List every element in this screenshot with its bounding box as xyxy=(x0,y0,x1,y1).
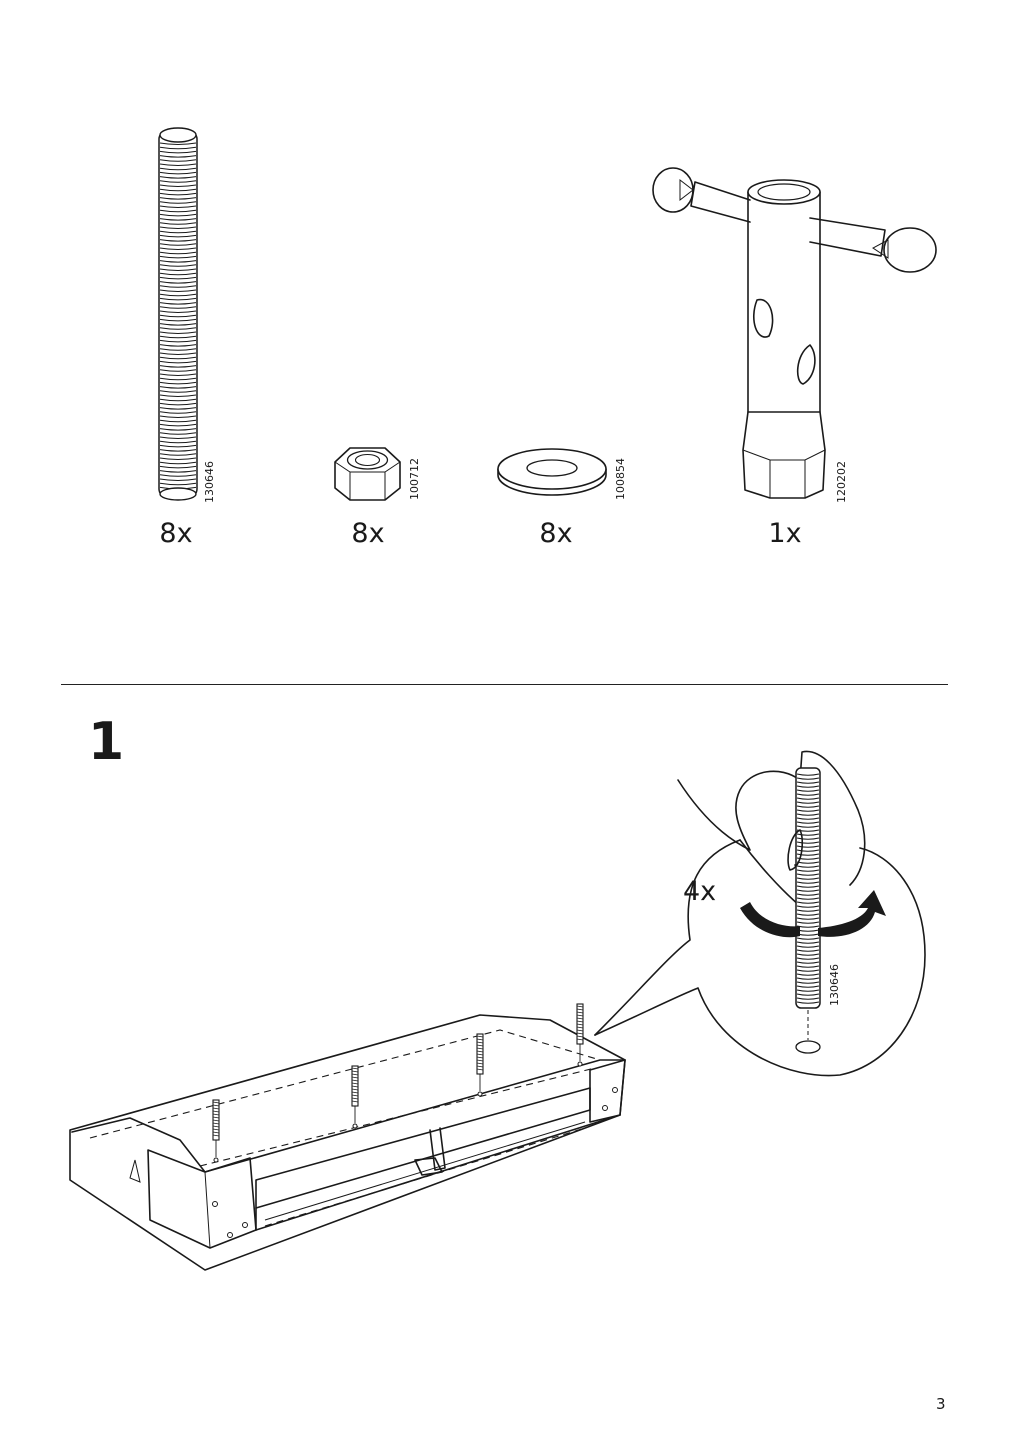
part-code-130646: 130646 xyxy=(203,461,216,503)
inserted-rod xyxy=(476,1033,484,1097)
step-number: 1 xyxy=(88,712,125,772)
inserted-rod xyxy=(351,1065,359,1129)
part-qty-100854: 8x xyxy=(539,518,573,549)
part-code-100854: 100854 xyxy=(614,458,627,500)
tube-wrench-icon xyxy=(652,167,937,499)
repeat-count: 4x xyxy=(683,876,717,907)
hex-nut-icon xyxy=(334,447,401,501)
inserted-rod xyxy=(576,1003,584,1067)
threaded-rod-icon xyxy=(158,127,198,501)
sofa-base-frame-illustration xyxy=(69,1003,626,1271)
part-qty-120202: 1x xyxy=(768,518,802,549)
inserted-rod xyxy=(212,1099,220,1163)
washer-icon xyxy=(497,448,607,496)
section-divider xyxy=(61,684,948,685)
page-number: 3 xyxy=(936,1395,946,1413)
part-code-100712: 100712 xyxy=(408,458,421,500)
detail-callout xyxy=(594,750,926,1077)
part-code-120202: 120202 xyxy=(835,461,848,503)
callout-part-code: 130646 xyxy=(828,964,841,1006)
part-qty-130646: 8x xyxy=(159,518,193,549)
part-qty-100712: 8x xyxy=(351,518,385,549)
